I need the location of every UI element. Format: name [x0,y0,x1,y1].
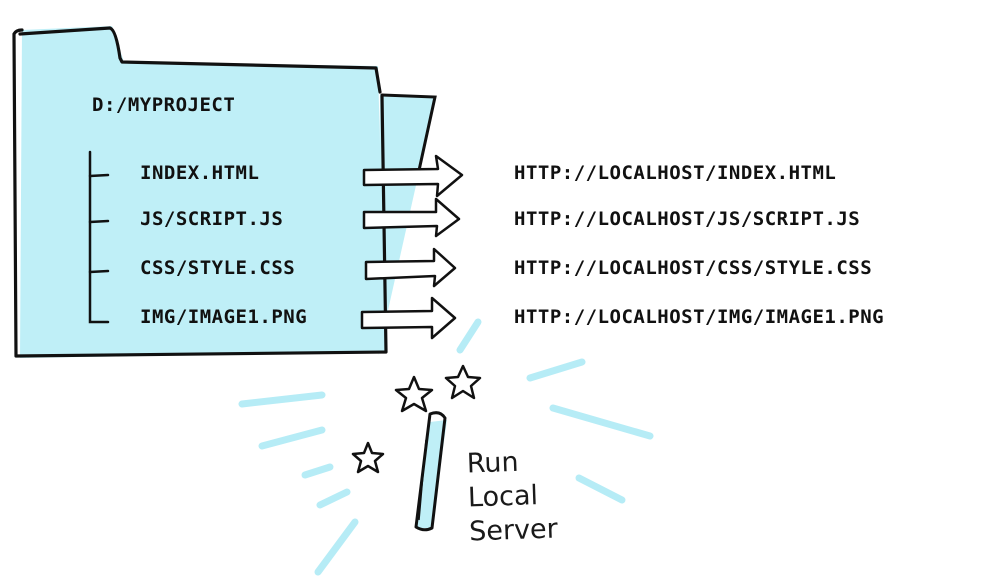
file-label-image: IMG/IMAGE1.PNG [140,306,308,328]
file-label-index: INDEX.HTML [140,162,260,184]
arrow-icon [364,247,457,288]
url-label-image: HTTP://LOCALHOST/IMG/IMAGE1.PNG [514,306,885,328]
caption-line: Local [467,480,539,514]
caption-line: Run [466,446,520,480]
url-label-script: HTTP://LOCALHOST/JS/SCRIPT.JS [514,208,861,230]
file-tree-lines [88,150,110,324]
star-icon [444,364,482,400]
folder-back-flap-outline [380,93,437,177]
run-local-server-caption: Run Local Server [466,444,558,549]
stars [351,364,482,474]
file-label-style: CSS/STYLE.CSS [140,257,296,279]
arrow-icon [360,296,457,340]
arrow-icon [362,154,464,198]
folder-icon [20,26,385,358]
folder-root-label: D:/MYPROJECT [92,94,236,116]
magic-wand-icon [414,411,447,532]
arrows [360,154,464,340]
caption-line: Server [468,513,559,548]
star-icon [394,375,434,413]
folder-outline [12,26,388,358]
star-icon [351,441,385,474]
magic-rays [238,318,654,576]
url-label-index: HTTP://LOCALHOST/INDEX.HTML [514,162,837,184]
file-label-script: JS/SCRIPT.JS [140,208,284,230]
arrow-icon [362,197,461,238]
url-label-style: HTTP://LOCALHOST/CSS/STYLE.CSS [514,257,873,279]
